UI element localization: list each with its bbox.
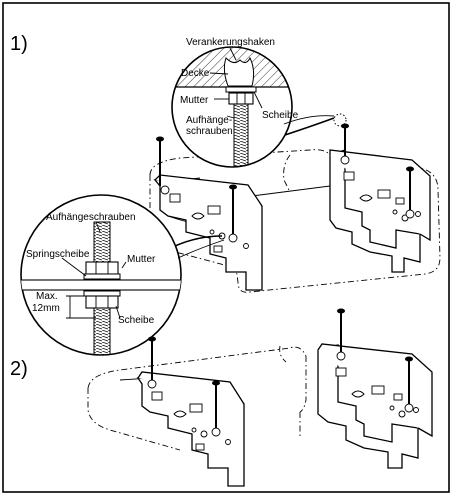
label-suspension-bolts: Aufhängeschrauben	[46, 212, 136, 223]
label-nut-left: Mutter	[127, 254, 156, 265]
label-spring-washer: Springscheibe	[26, 249, 90, 260]
detail-left-nut-assembly	[20, 194, 225, 356]
step2-right-bracket	[317, 308, 433, 469]
step-1-label: 1)	[10, 33, 28, 55]
label-suspension-bolt-2: schrauben	[186, 126, 233, 137]
label-ceiling: Decke	[181, 68, 210, 79]
label-nut-top: Mutter	[180, 95, 209, 106]
step1-right-bracket	[329, 123, 431, 273]
step1-left-bracket	[153, 136, 263, 291]
detail-marker	[333, 113, 347, 127]
label-12mm: 12mm	[32, 303, 60, 314]
label-max: Max.	[36, 291, 58, 302]
label-suspension-bolt-1: Aufhänge-	[186, 115, 232, 126]
label-washer-top: Scheibe	[262, 110, 299, 121]
label-anchor-hook: Verankerungshaken	[186, 37, 275, 48]
step-2-label: 2)	[10, 358, 28, 380]
detail-top-ceiling-anchor	[171, 46, 335, 168]
step2-left-bracket	[136, 336, 245, 487]
label-washer-left: Scheibe	[118, 315, 155, 326]
